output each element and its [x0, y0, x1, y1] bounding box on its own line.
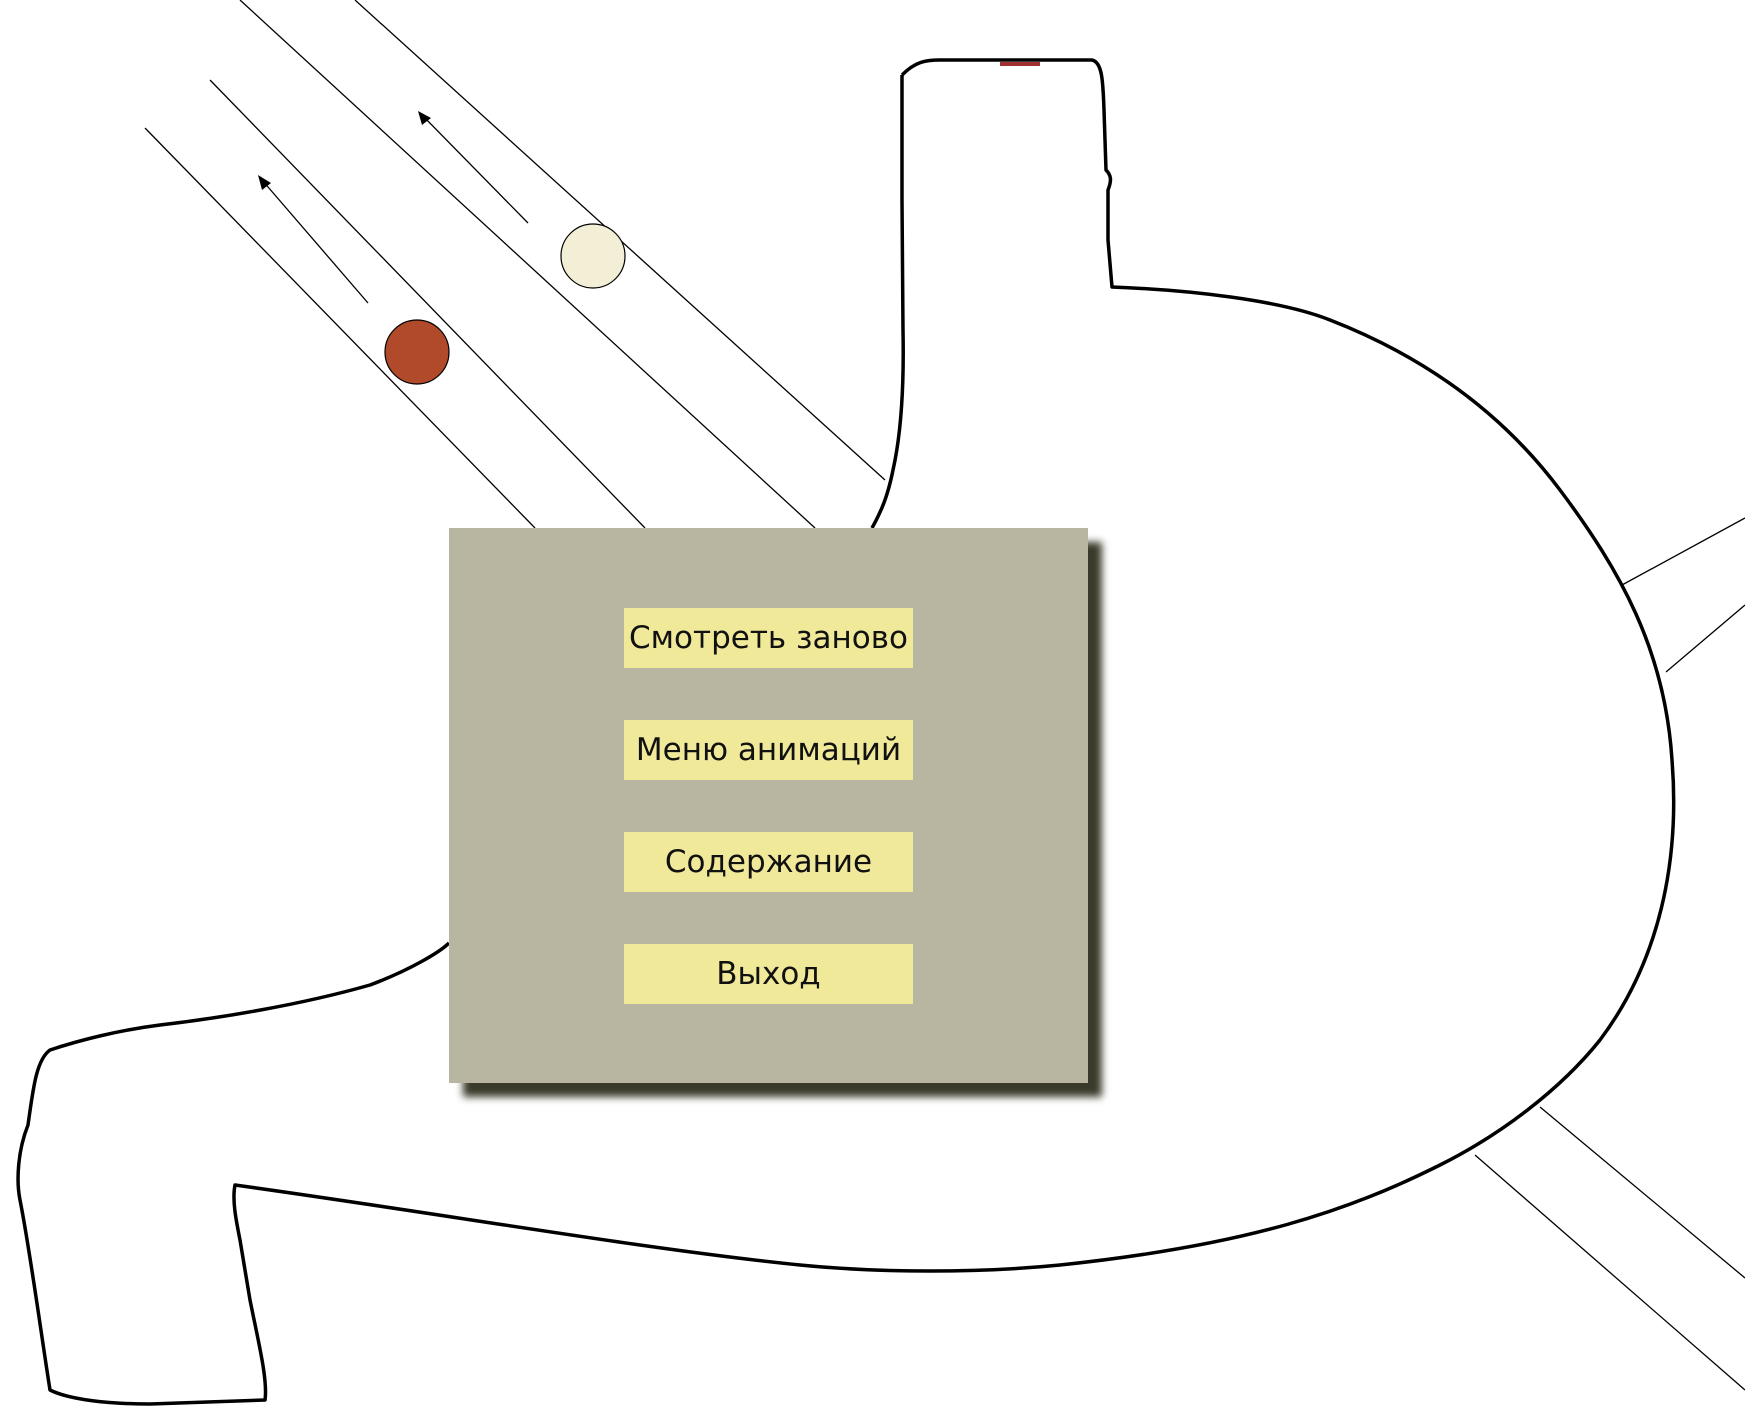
- stomach-outline-neck: [870, 75, 905, 529]
- animation-menu-button[interactable]: Меню анимаций: [624, 720, 913, 780]
- duct-line: [1665, 604, 1745, 673]
- contents-button[interactable]: Содержание: [624, 832, 913, 892]
- replay-button[interactable]: Смотреть заново: [624, 608, 913, 668]
- animation-menu-button-label: Меню анимаций: [635, 732, 902, 768]
- direction-arrow-icon: [418, 111, 529, 224]
- duct-line: [1621, 517, 1745, 586]
- tube-line: [209, 79, 646, 529]
- stomach-outline: [16, 58, 1676, 1406]
- duct-line: [1539, 1106, 1745, 1279]
- exit-button-label: Выход: [716, 956, 821, 992]
- tube-line: [239, 0, 816, 529]
- direction-arrow-icon: [258, 175, 369, 304]
- duct-line: [1474, 1154, 1745, 1391]
- replay-button-label: Смотреть заново: [629, 620, 908, 656]
- cream-particle: [560, 223, 626, 289]
- red-particle: [384, 319, 450, 385]
- navigation-menu-panel: Смотреть заново Меню анимаций Содержание…: [449, 528, 1088, 1083]
- tube-line: [144, 127, 536, 529]
- contents-button-label: Содержание: [664, 844, 873, 880]
- exit-button[interactable]: Выход: [624, 944, 913, 1004]
